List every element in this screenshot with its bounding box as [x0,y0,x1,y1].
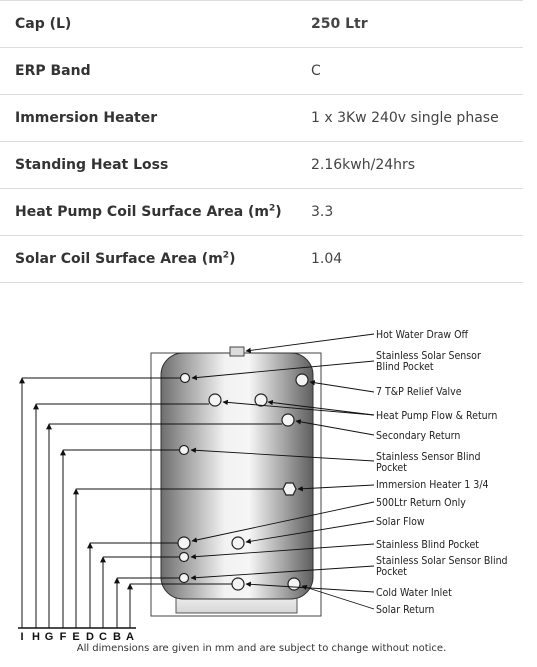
label-solar-return: Solar Return [376,604,434,616]
label-blind-pocket: Stainless Blind Pocket [376,539,479,551]
label-solar-flow: Solar Flow [376,516,425,528]
spec-value: 1 x 3Kw 240v single phase [297,94,523,142]
axis-letter: H [32,631,40,642]
spec-label: ERP Band [0,47,297,95]
axis-letter: I [20,631,23,642]
spec-label: Cap (L) [0,0,297,48]
label-solar-sensor-bot-2: Pocket [376,566,407,578]
spec-value: 1.04 [297,235,523,283]
port-cold-water [231,577,245,591]
label-sensor-blind-2: Pocket [376,462,407,474]
label-cold-water: Cold Water Inlet [376,587,452,599]
axis-letter: E [72,631,79,642]
port-solar-sensor-bot [178,572,190,584]
port-heat-pump-flow [208,393,222,407]
port-solar-return [287,577,301,591]
label-hot-water: Hot Water Draw Off [376,329,469,341]
axis-letter: G [45,631,54,642]
spec-value: 3.3 [297,188,523,236]
label-heat-pump: Heat Pump Flow & Return [376,410,497,422]
axis-letter: D [86,631,94,642]
axis-letter: A [126,631,134,642]
port-secondary-return [281,413,295,427]
spec-row: Heat Pump Coil Surface Area (m2)3.3 [0,188,523,236]
port-500ltr-return [177,536,191,550]
footer-note: All dimensions are given in mm and are s… [76,643,447,654]
label-solar-sensor-bot-1: Stainless Solar Sensor Blind [376,555,508,567]
port-blind-pocket [178,551,190,563]
port-solar-flow [231,536,245,550]
cylinder-base [175,597,298,614]
port-heat-pump-return [254,393,268,407]
spec-value: 2.16kwh/24hrs [297,141,523,189]
spec-label: Immersion Heater [0,94,297,142]
label-500ltr: 500Ltr Return Only [376,497,466,509]
label-tp-relief: 7 T&P Relief Valve [376,386,462,398]
axis-letter: C [99,631,107,642]
port-sensor-blind [178,444,190,456]
port-immersion-heater [282,482,297,496]
axis-letter: B [113,631,121,642]
spec-row: Cap (L)250 Ltr [0,0,523,48]
label-immersion: Immersion Heater 1 3/4 [376,479,489,491]
label-sensor-blind-1: Stainless Sensor Blind [376,451,480,463]
label-solar-sensor-top-1: Stainless Solar Sensor [376,350,481,362]
hot-water-connector [229,346,245,357]
label-secondary: Secondary Return [376,430,460,442]
spec-label: Standing Heat Loss [0,141,297,189]
spec-label: Heat Pump Coil Surface Area (m2) [0,188,297,236]
port-solar-sensor-top [179,372,191,384]
axis-letter: F [60,631,67,642]
spec-value: 250 Ltr [297,0,523,48]
spec-row: Solar Coil Surface Area (m2)1.04 [0,235,523,283]
spec-label: Solar Coil Surface Area (m2) [0,235,297,283]
label-solar-sensor-top-2: Blind Pocket [376,361,434,373]
cylinder-tank [160,352,314,600]
port-tp-relief [295,373,309,387]
spec-value: C [297,47,523,95]
